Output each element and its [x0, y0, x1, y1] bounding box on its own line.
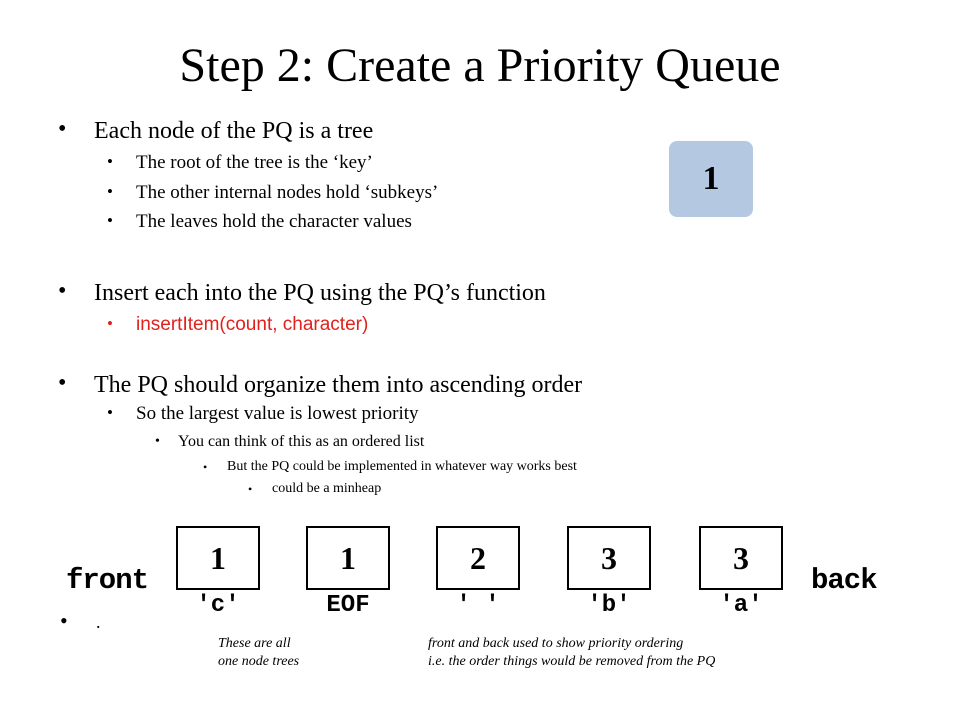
bullet-insert-each: • Insert each into the PQ using the PQ’s…	[58, 278, 546, 307]
bullet-text: Each node of the PQ is a tree	[94, 118, 374, 144]
bullet-internal-nodes: • The other internal nodes hold ‘subkeys…	[107, 182, 439, 204]
node-count: 3	[699, 526, 783, 590]
bullet-text: Insert each into the PQ using the PQ’s f…	[94, 280, 546, 306]
bullet-text: But the PQ could be implemented in whate…	[227, 459, 577, 474]
bullet-glyph: •	[107, 314, 113, 333]
bullet-text: The root of the tree is the ‘key’	[136, 152, 373, 173]
node-char: 'b'	[587, 592, 631, 619]
bullet-text: So the largest value is lowest priority	[136, 403, 419, 424]
bullet-root-key: • The root of the tree is the ‘key’	[107, 152, 373, 174]
bullet-each-node: • Each node of the PQ is a tree	[58, 116, 374, 145]
node-char: 'c'	[196, 592, 240, 619]
front-label: front	[66, 564, 149, 597]
bullet-glyph: •	[107, 152, 113, 171]
key-badge: 1	[669, 141, 753, 217]
queue-node: 1 'c'	[176, 526, 260, 620]
bullet-ascending-order: • The PQ should organize them into ascen…	[58, 370, 583, 399]
node-char: 'a'	[719, 592, 763, 619]
bullet-glyph: •	[107, 211, 113, 230]
queue-node: 3 'a'	[699, 526, 783, 620]
bullet-largest-lowest: • So the largest value is lowest priorit…	[107, 403, 419, 425]
queue-node: 3 'b'	[567, 526, 651, 620]
note-line: These are all	[218, 636, 291, 651]
bullet-glyph: •	[58, 370, 67, 396]
bullet-minheap: • could be a minheap	[248, 480, 382, 498]
node-char: ' '	[456, 592, 500, 619]
bullet-text: insertItem(count, character)	[136, 314, 369, 335]
bullet-text: The other internal nodes hold ‘subkeys’	[136, 182, 439, 203]
note-line: one node trees	[218, 654, 300, 669]
bullet-text: You can think of this as an ordered list	[178, 433, 425, 450]
queue-node: 2 ' '	[436, 526, 520, 620]
bullet-glyph: •	[60, 608, 68, 633]
node-count: 1	[306, 526, 390, 590]
bullet-glyph: •	[155, 434, 160, 449]
bullet-glyph: •	[248, 482, 253, 496]
bullet-ordered-list: • You can think of this as an ordered li…	[155, 432, 425, 452]
bullet-period: .	[96, 612, 101, 632]
bullet-text: The leaves hold the character values	[136, 211, 412, 232]
bullet-glyph: •	[107, 182, 113, 201]
bullet-glyph: •	[203, 460, 208, 474]
bullet-implemented: • But the PQ could be implemented in wha…	[203, 458, 577, 476]
node-char: EOF	[326, 592, 370, 619]
bullet-text: The PQ should organize them into ascendi…	[94, 372, 583, 398]
bullet-glyph: •	[58, 116, 67, 142]
node-count: 1	[176, 526, 260, 590]
bullet-leaves: • The leaves hold the character values	[107, 211, 412, 233]
node-count: 3	[567, 526, 651, 590]
bullet-glyph: •	[58, 278, 67, 304]
note-line: front and back used to show priority ord…	[428, 636, 684, 651]
slide-title: Step 2: Create a Priority Queue	[179, 39, 781, 92]
note-priority-ordering: front and back used to show priority ord…	[428, 635, 715, 671]
note-line: i.e. the order things would be removed f…	[428, 654, 716, 669]
note-one-node-trees: These are all one node trees	[218, 635, 299, 671]
bullet-text: could be a minheap	[272, 481, 382, 496]
queue-node: 1 EOF	[306, 526, 390, 620]
bullet-glyph: •	[107, 403, 113, 422]
bullet-insert-item-call: • insertItem(count, character)	[107, 314, 369, 336]
node-count: 2	[436, 526, 520, 590]
back-label: back	[811, 564, 878, 597]
